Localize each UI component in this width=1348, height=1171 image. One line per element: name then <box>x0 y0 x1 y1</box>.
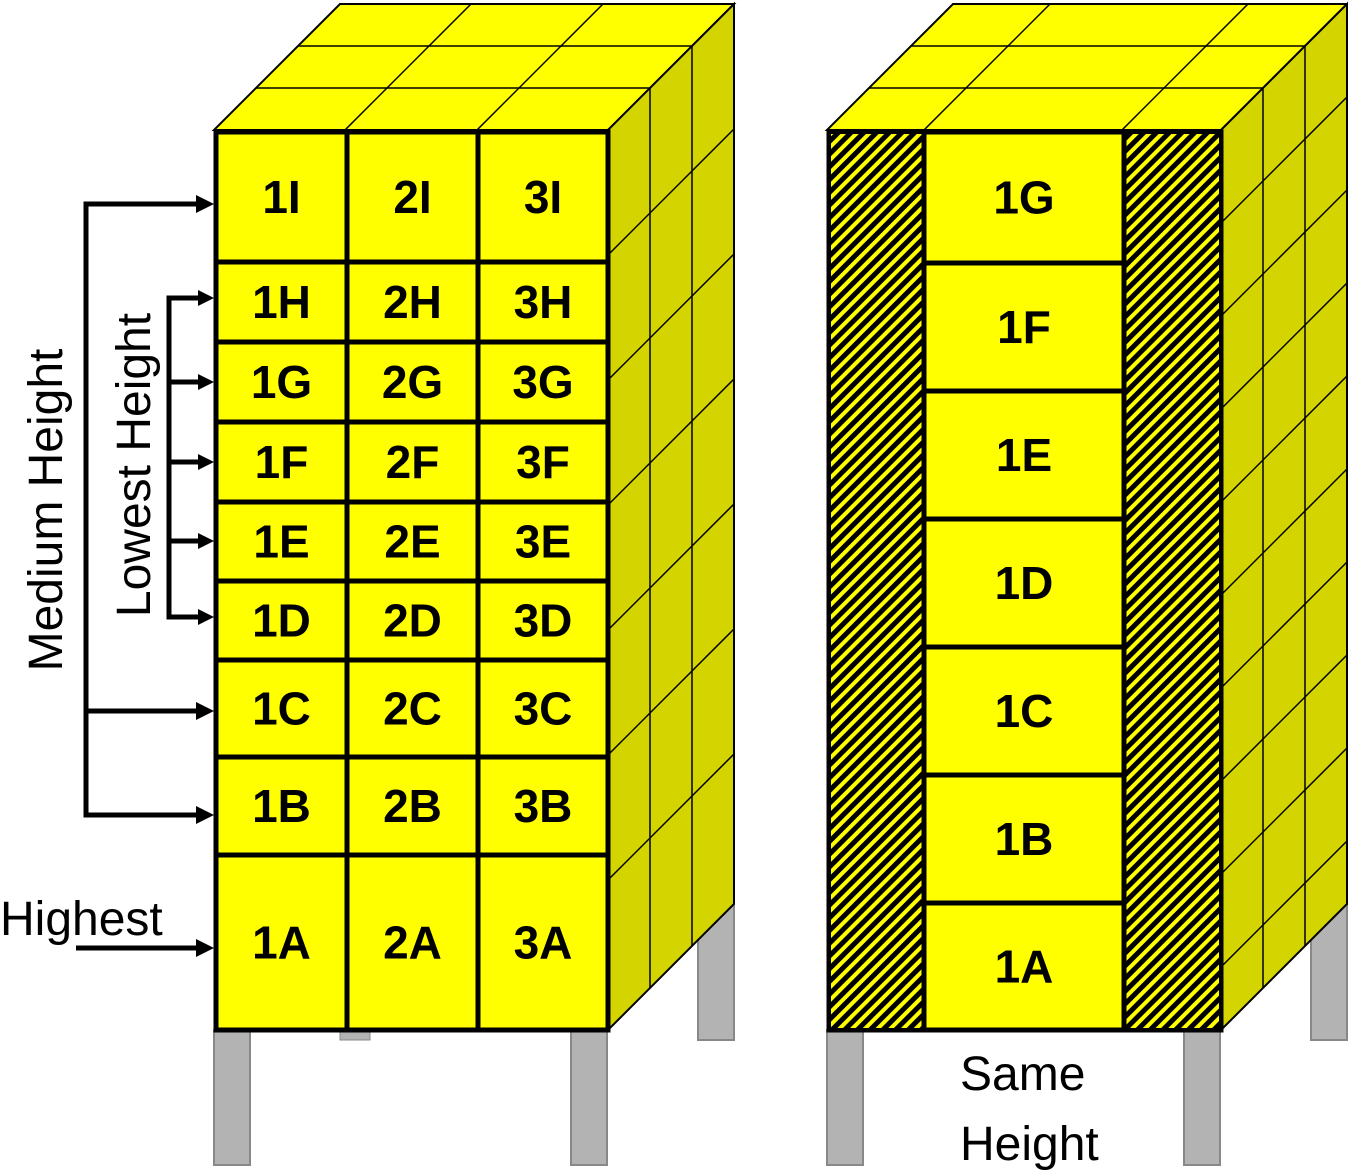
lowest-height-label: Lowest Height <box>108 313 161 617</box>
unit-label: 2C <box>383 683 442 735</box>
unit-label: 1C <box>995 685 1054 737</box>
unit-label: 1B <box>252 780 311 832</box>
unit-label: 1F <box>255 436 309 488</box>
height-annotations <box>76 201 202 951</box>
unit-label: 1E <box>253 516 309 568</box>
arrowhead-icon <box>196 806 214 824</box>
unit-label: 3F <box>516 436 570 488</box>
right-building-side <box>1220 1 1348 1033</box>
medium-height-bracket <box>83 201 200 818</box>
right-building: 1G 1F 1E 1D 1C 1B 1A <box>824 1 1348 1166</box>
same-height-label-line2: Height <box>960 1118 1099 1171</box>
arrowhead-icon <box>196 702 214 720</box>
unit-label: 3C <box>514 683 573 735</box>
unit-label: 3A <box>514 917 573 969</box>
left-building-side <box>607 1 735 1033</box>
unit-label: 1C <box>252 683 311 735</box>
right-side-grid <box>1220 46 1348 988</box>
arrow-heads <box>196 195 214 957</box>
unit-label: 1I <box>262 171 300 223</box>
right-hatched-column <box>1124 134 1219 1028</box>
left-side-grid <box>607 46 735 988</box>
arrowhead-icon <box>196 195 214 213</box>
unit-label: 1G <box>251 356 312 408</box>
unit-label: 3E <box>515 516 571 568</box>
arrowhead-icon <box>198 609 214 625</box>
unit-label: 1D <box>252 595 311 647</box>
unit-label: 1E <box>996 429 1052 481</box>
lowest-height-bracket <box>166 295 202 620</box>
arrowhead-icon <box>198 533 214 549</box>
right-roof-grid <box>869 3 1305 131</box>
medium-height-label: Medium Height <box>20 349 73 672</box>
unit-label: 2D <box>383 595 442 647</box>
arrowhead-icon <box>198 290 214 306</box>
unit-label: 2A <box>383 917 442 969</box>
left-cell-labels: 1I 2I 3I 1H 2H 3H 1G 2G 3G 1F 2F 3F 1E 2E 3E 1D 2D 3D 1C 2C… <box>251 171 574 969</box>
unit-label: 1F <box>997 301 1051 353</box>
left-building-leg <box>570 1029 608 1166</box>
unit-label: 2H <box>383 276 442 328</box>
left-front-grid <box>216 132 608 1030</box>
right-building-leg <box>826 1029 864 1166</box>
unit-label: 1G <box>993 172 1054 224</box>
unit-label: 2G <box>382 356 443 408</box>
unit-label: 1B <box>995 813 1054 865</box>
unit-label: 2E <box>384 516 440 568</box>
right-front-grid <box>924 260 1124 906</box>
unit-label: 1H <box>252 276 311 328</box>
unit-label: 3G <box>512 356 573 408</box>
left-building: 1I 2I 3I 1H 2H 3H 1G 2G 3G 1F 2F 3F 1E 2E 3E 1D 2D 3D 1C 2C… <box>211 1 737 1166</box>
unit-label: 1D <box>995 557 1054 609</box>
unit-label: 1A <box>995 941 1054 993</box>
unit-label: 3H <box>514 276 573 328</box>
unit-label: 3D <box>514 595 573 647</box>
unit-label: 2F <box>386 436 440 488</box>
arrowhead-icon <box>196 939 214 957</box>
highest-label: Highest <box>0 893 163 946</box>
arrowhead-icon <box>198 374 214 390</box>
unit-label: 3B <box>514 780 573 832</box>
unit-label: 2B <box>383 780 442 832</box>
unit-label: 1A <box>252 917 311 969</box>
right-cell-labels: 1G 1F 1E 1D 1C 1B 1A <box>993 172 1054 993</box>
right-building-leg <box>1183 1029 1221 1166</box>
arrowhead-icon <box>198 454 214 470</box>
left-building-leg <box>213 1029 251 1166</box>
left-roof-grid <box>256 3 692 131</box>
left-hatched-column <box>831 134 924 1028</box>
same-height-label-line1: Same <box>960 1048 1085 1101</box>
unit-label: 3I <box>524 171 562 223</box>
unit-label: 2I <box>393 171 431 223</box>
